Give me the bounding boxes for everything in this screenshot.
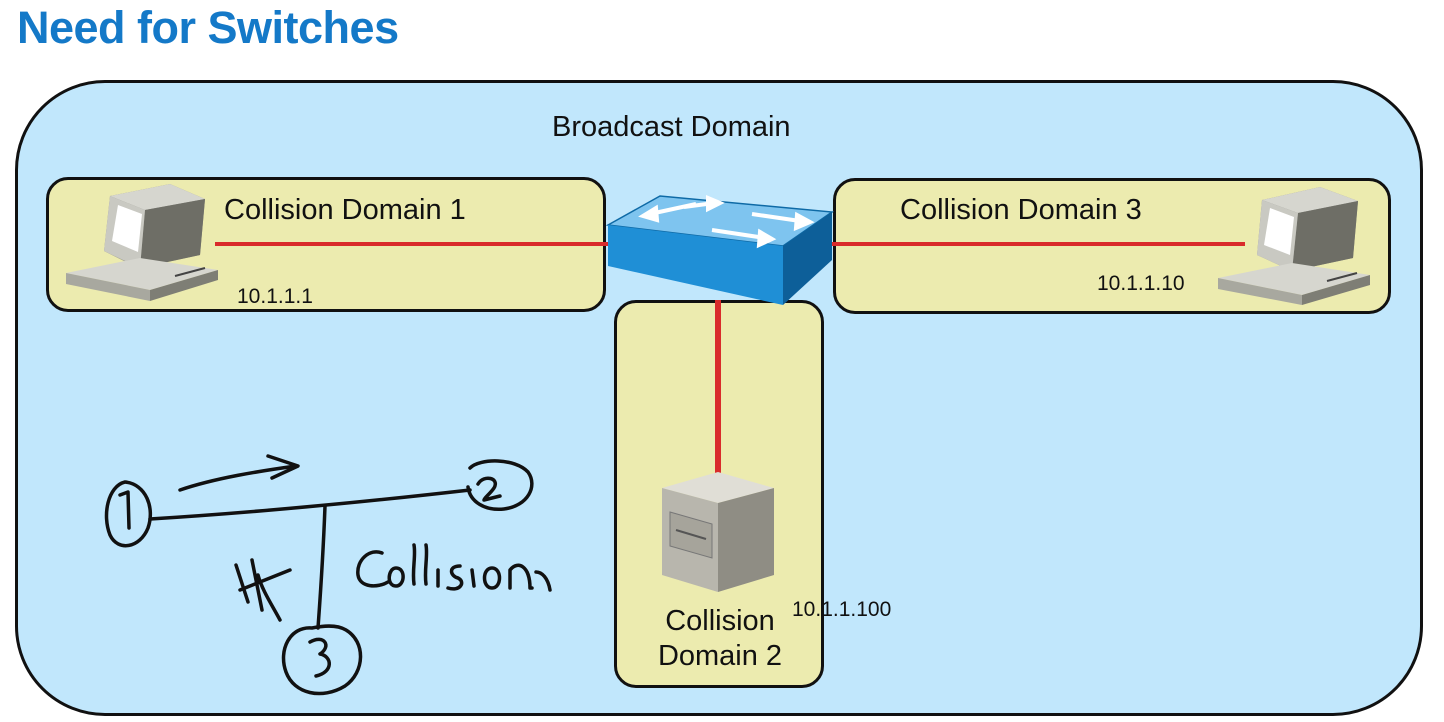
collision-domain-2-label-line2: Domain 2 xyxy=(657,640,783,672)
collision-l2 xyxy=(423,543,429,586)
bus-line xyxy=(148,488,472,521)
handwritten-annotation xyxy=(104,454,552,696)
computer-3-icon xyxy=(1218,187,1370,305)
drop-line xyxy=(316,504,327,630)
broadcast-domain-label: Broadcast Domain xyxy=(552,111,791,143)
node-2-digit xyxy=(476,476,502,502)
collision-l1 xyxy=(411,543,417,586)
collision-c xyxy=(356,550,390,588)
arrow-head xyxy=(266,454,300,480)
ip-address-cd2: 10.1.1.100 xyxy=(792,598,892,621)
lightning-scribble xyxy=(234,558,292,622)
computer-1-icon xyxy=(66,184,218,301)
ip-address-cd1: 10.1.1.1 xyxy=(237,285,313,308)
node-3-circle xyxy=(281,624,363,696)
collision-s xyxy=(446,564,464,591)
page-title: Need for Switches xyxy=(17,2,399,53)
collision-domain-2-label-line1: Collision xyxy=(665,605,775,637)
node-2-circle xyxy=(466,459,534,511)
arrow-line xyxy=(178,464,298,492)
node-1-circle xyxy=(104,480,153,548)
node-1-digit xyxy=(118,490,131,530)
node-3-digit xyxy=(308,637,331,678)
collision-i2 xyxy=(470,568,476,588)
collision-o xyxy=(387,566,405,588)
collision-tail xyxy=(534,570,552,592)
collision-domain-3-label: Collision Domain 3 xyxy=(900,194,1142,226)
ip-address-cd3: 10.1.1.10 xyxy=(1097,272,1185,295)
collision-n xyxy=(508,563,534,590)
collision-domain-1-label: Collision Domain 1 xyxy=(224,194,466,226)
collision-domain-2-label: Collision Domain 2 xyxy=(618,604,822,674)
server-icon xyxy=(662,472,774,592)
switch-icon xyxy=(605,195,835,305)
collision-o2 xyxy=(482,566,502,590)
